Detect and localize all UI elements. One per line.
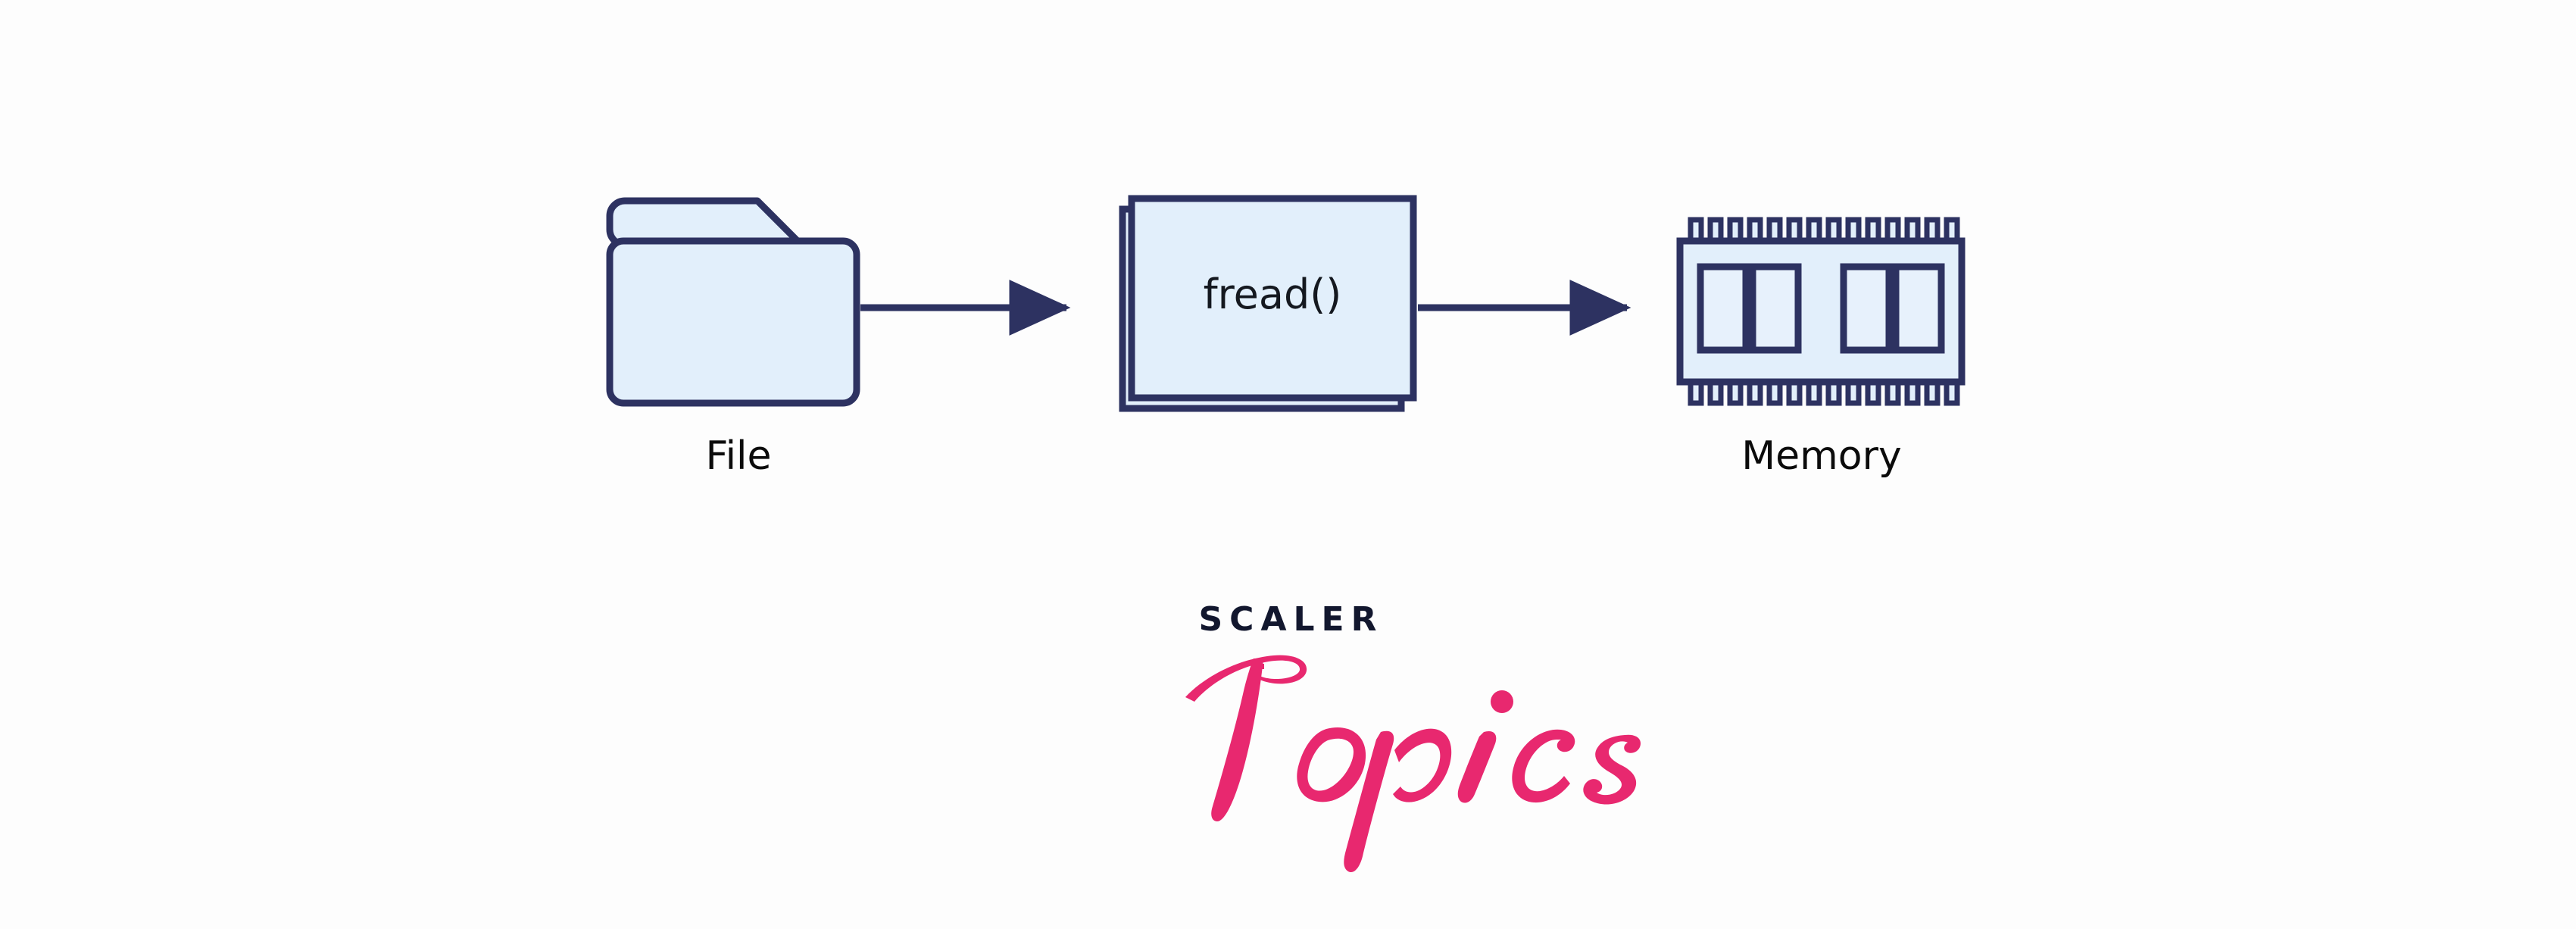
fread-box-front xyxy=(1128,195,1417,402)
folder-body xyxy=(606,237,860,407)
folder-icon xyxy=(606,197,860,407)
stacked-document-icon xyxy=(1119,195,1417,412)
logo-topics-script xyxy=(1185,655,1641,873)
memory-chip-blocks xyxy=(1697,263,1945,354)
memory-block-2 xyxy=(1749,263,1802,354)
memory-block-1 xyxy=(1697,263,1750,354)
memory-chip-icon xyxy=(1676,217,1966,406)
scaler-topics-logo: SCALER xyxy=(1098,602,1477,637)
node-label-file: File xyxy=(705,433,772,479)
memory-block-3 xyxy=(1840,263,1893,354)
node-label-fread: fread() xyxy=(1203,271,1342,318)
memory-block-4 xyxy=(1892,263,1945,354)
node-label-memory: Memory xyxy=(1741,433,1902,479)
logo-brand-text: SCALER xyxy=(1198,600,1384,639)
